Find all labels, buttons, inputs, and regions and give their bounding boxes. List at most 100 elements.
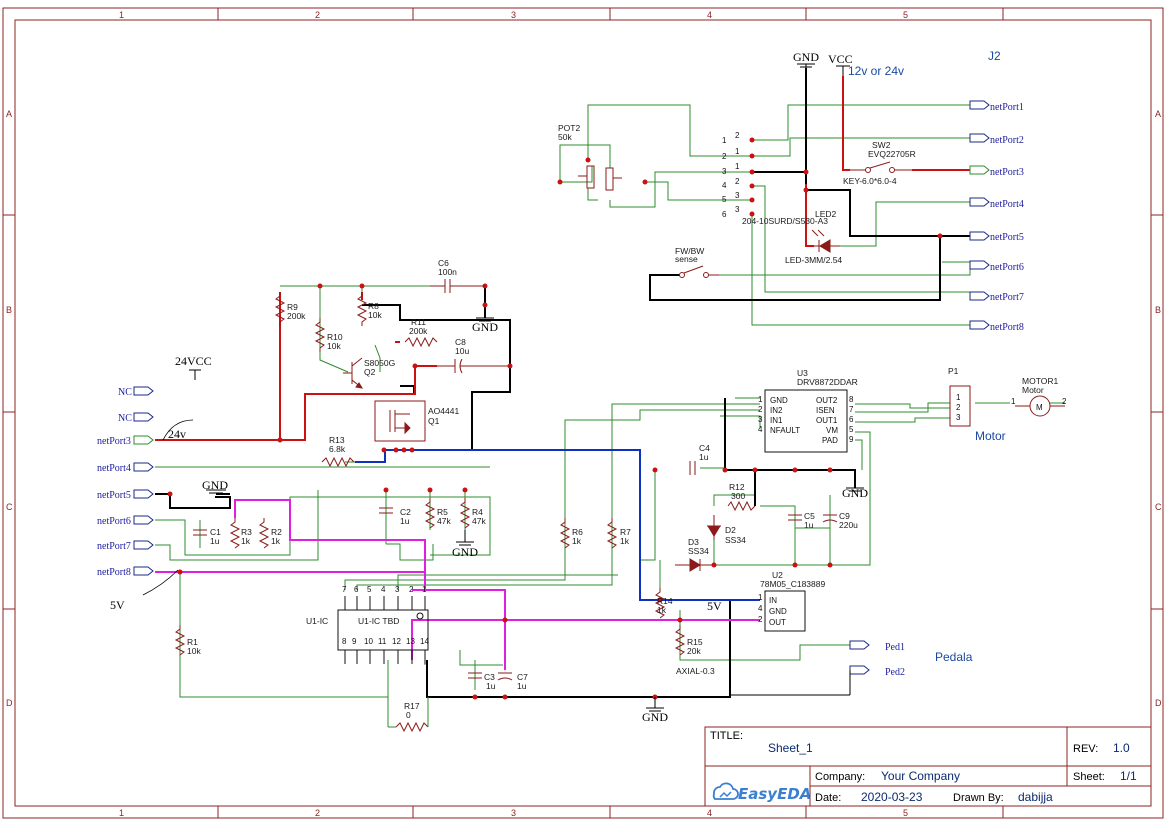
drawn-label: Drawn By: — [953, 792, 1004, 804]
nc-label: NC — [118, 387, 132, 398]
motor-symbol — [1015, 395, 1065, 417]
svg-text:2: 2 — [735, 177, 740, 186]
company-label: Company: — [815, 771, 865, 783]
gnd-label: GND — [793, 50, 819, 64]
fwbw-switch — [679, 265, 719, 278]
u2-regulator-body — [764, 590, 806, 632]
r9-value: 200k — [287, 311, 306, 321]
r12-ref: R12 — [729, 482, 745, 492]
svg-text:5: 5 — [367, 585, 372, 594]
c3-ref: C3 — [484, 672, 495, 682]
svg-text:13: 13 — [406, 637, 415, 646]
rev-label: REV: — [1073, 743, 1098, 755]
svg-text:4: 4 — [758, 425, 763, 434]
r15-ref: R15 — [687, 637, 703, 647]
led2-footprint: LED-3MM/2.54 — [785, 255, 842, 265]
svg-text:IN: IN — [769, 596, 777, 605]
r4-ref: R4 — [472, 507, 483, 517]
r10-value: 10k — [327, 341, 341, 351]
svg-text:10: 10 — [364, 637, 373, 646]
u3-pin-labels: GND IN2 IN1 NFAULT OUT2 ISEN OUT1 VM PAD — [770, 396, 838, 445]
c7-value: 1u — [517, 681, 527, 691]
u3-driver-body — [764, 389, 848, 453]
net-port-label: netPort2 — [990, 135, 1024, 146]
c5-value: 1u — [804, 520, 814, 530]
pot2-value: 50k — [558, 132, 572, 142]
svg-text:4: 4 — [722, 181, 727, 190]
r14-ref: R14 — [657, 596, 673, 606]
r1-value: 10k — [187, 646, 201, 656]
pot2-symbol — [578, 165, 622, 191]
drawn-value: dabijja — [1018, 790, 1053, 804]
led2-ref: LED2 — [815, 209, 837, 219]
r11-value: 200k — [409, 326, 428, 336]
net-port-label: netPort4 — [990, 199, 1024, 210]
connector-part: 204-10SURD/S530-A3 — [742, 216, 828, 226]
svg-text:12: 12 — [392, 637, 401, 646]
svg-text:2: 2 — [1062, 397, 1067, 406]
sw2-value: EVQ22705R — [868, 149, 916, 159]
svg-text:6: 6 — [722, 210, 727, 219]
d3-value: SS34 — [688, 546, 709, 556]
svg-text:3: 3 — [735, 205, 740, 214]
svg-text:1: 1 — [735, 147, 740, 156]
col-label: 1 — [119, 808, 124, 818]
sw2-switch — [850, 161, 912, 173]
col-label: 3 — [511, 808, 516, 818]
net-port-label: netPort8 — [990, 322, 1024, 333]
gnd-symbol-mid — [206, 489, 226, 494]
net-port-label: netPort6 — [990, 262, 1024, 273]
r15-footprint: AXIAL-0.3 — [676, 666, 715, 676]
sw2-footprint: KEY-6.0*6.0-4 — [843, 176, 897, 186]
easyeda-logo-icon — [712, 782, 739, 800]
r9-ref: R9 — [287, 302, 298, 312]
motor-m-glyph: M — [1036, 403, 1043, 412]
net-port-label: netPort4 — [97, 463, 131, 474]
svg-text:2: 2 — [758, 405, 763, 414]
svg-text:9: 9 — [352, 637, 357, 646]
svg-text:14: 14 — [420, 637, 429, 646]
d2-diode — [707, 515, 721, 540]
row-label: C — [6, 502, 13, 512]
u2-ref: U2 — [772, 570, 783, 580]
col-label: 4 — [707, 808, 712, 818]
svg-text:3: 3 — [956, 413, 961, 422]
net-port-label: netPort7 — [97, 541, 131, 552]
r14-value: 1k — [657, 605, 667, 615]
gnd-symbol-c6 — [476, 317, 494, 322]
c8-ref: C8 — [455, 337, 466, 347]
col-label: 1 — [119, 10, 124, 20]
nc-label: NC — [118, 413, 132, 424]
row-label: D — [6, 698, 13, 708]
r17-value: 0 — [406, 710, 411, 720]
svg-text:3: 3 — [722, 167, 727, 176]
r7-value: 1k — [620, 536, 630, 546]
gnd-c6-label: GND — [472, 320, 498, 334]
net-flags-left — [133, 386, 154, 576]
v5-small-label: 5V — [707, 599, 722, 613]
svg-text:VM: VM — [826, 426, 838, 435]
col-label: 2 — [315, 10, 320, 20]
svg-text:2: 2 — [722, 152, 727, 161]
u1-ref: U1-IC — [306, 616, 328, 626]
q1-part: AO4441 — [428, 406, 459, 416]
p1-connector — [949, 385, 971, 427]
c1-value: 1u — [210, 536, 220, 546]
c2-value: 1u — [400, 516, 410, 526]
r2-value: 1k — [271, 536, 281, 546]
svg-text:OUT2: OUT2 — [816, 396, 838, 405]
svg-text:1: 1 — [1011, 397, 1016, 406]
gnd-mid-label: GND — [202, 478, 228, 492]
svg-text:3: 3 — [395, 585, 400, 594]
col-label: 5 — [903, 10, 908, 20]
gnd-bottom-label: GND — [642, 710, 668, 724]
d2-value: SS34 — [725, 535, 746, 545]
sw2-ref: SW2 — [872, 140, 891, 150]
row-label: D — [1155, 698, 1162, 708]
fwbw-label: FW/BW — [675, 246, 704, 256]
q2-ref: Q2 — [364, 367, 376, 377]
r1-ref: R1 — [187, 637, 198, 647]
svg-text:8: 8 — [342, 637, 347, 646]
u2-pin-labels: IN GND OUT 14 2 — [758, 593, 787, 627]
